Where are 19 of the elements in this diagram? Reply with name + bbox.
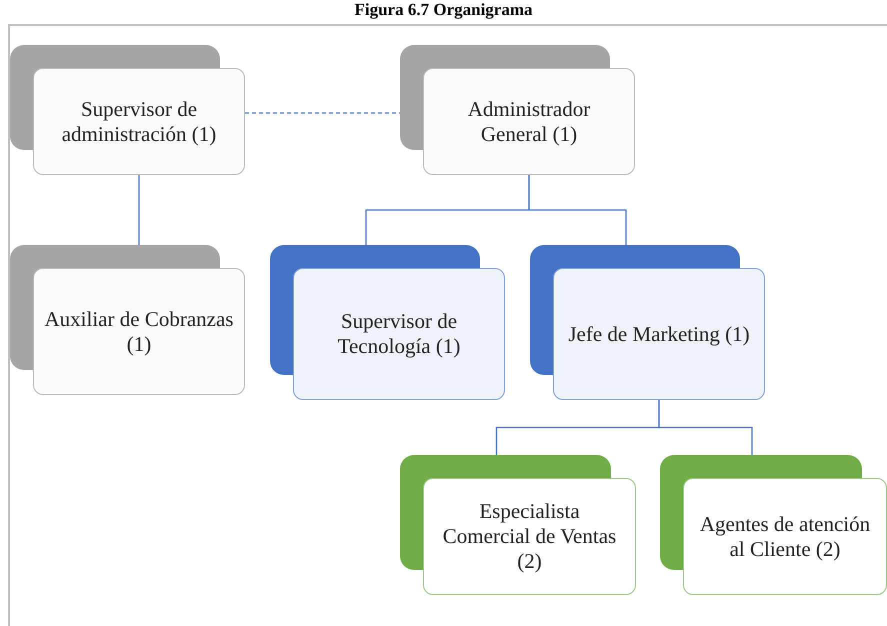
org-chart-box [270,245,505,400]
org-chart-box [530,245,765,400]
position-label: Supervisor de Tecnología (1) [336,309,462,359]
connector-line [138,175,140,245]
connector-line [658,400,753,455]
position-label: Auxiliar de Cobranzas (1) [44,306,234,356]
position-label: Agentes de atención al Cliente (2) [698,512,872,562]
org-chart-box [10,245,245,395]
org-chart-box [400,45,635,175]
position-label: Jefe de Marketing (1) [568,322,750,346]
connector-line [528,175,627,245]
org-chart-box [400,455,636,595]
org-chart-box [660,455,887,595]
position-label: Especialista Comercial de Ventas (2) [442,499,618,574]
figure-title: Figura 6.7 Organigrama [353,0,534,20]
org-chart-box [10,45,245,175]
position-label: Administrador General (1) [466,96,592,146]
connector-line [245,112,400,114]
position-label: Supervisor de administración (1) [60,96,218,146]
